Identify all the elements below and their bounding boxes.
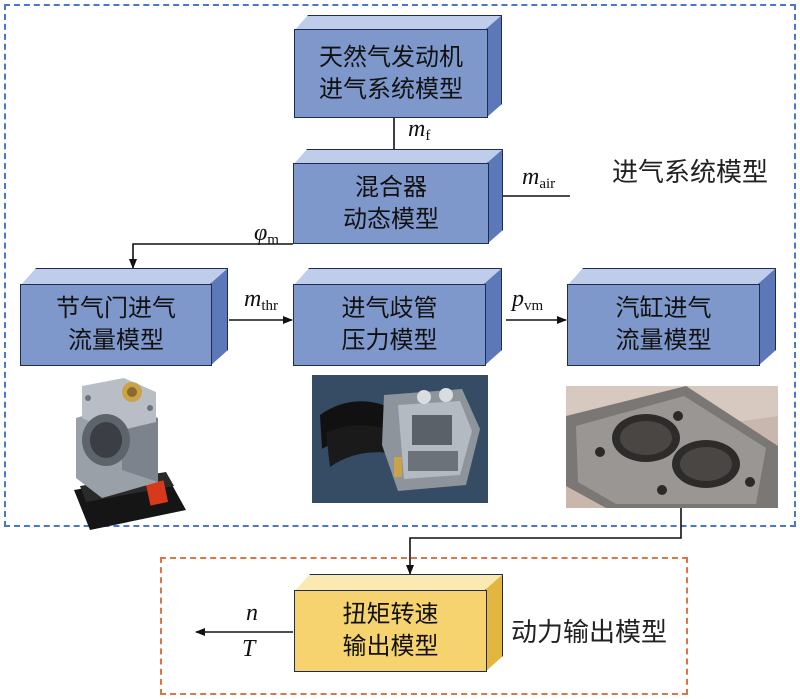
mixer-box-line1: 混合器 [355,172,427,201]
engine-box-line2: 进气系统模型 [319,74,463,103]
manifold-box-line2: 压力模型 [341,326,438,354]
label-m-air: mair [522,164,556,192]
arrow-cylinder-to-torque [406,502,682,575]
manifold-box-line1: 进气歧管 [341,294,438,323]
torque-box-line2: 输出模型 [342,632,439,660]
intake-manifold-photo [312,375,488,503]
cylinder-box-line2: 流量模型 [615,326,712,354]
label-phi-m: φm [254,220,279,248]
power-output-region [160,557,688,695]
intake-system-label: 进气系统模型 [612,158,769,188]
label-T: T [242,636,256,662]
label-n: n [246,600,258,626]
arrow-mixer-to-throttle [129,243,293,269]
engine-box-line1: 天然气发动机 [319,42,463,71]
intake-system-region [4,4,796,527]
torque-speed-output-model-box: 扭矩转速 输出模型 [294,574,503,672]
cylinder-box-line1: 汽缸进气 [615,294,712,323]
throttle-flow-model-box: 节气门进气 流量模型 [20,268,228,366]
label-m-f: mf [408,116,431,144]
label-p-vm: pvm [512,286,544,314]
throttle-box-line1: 节气门进气 [56,294,176,323]
mixer-dynamic-model-box: 混合器 动态模型 [293,149,503,244]
manifold-pressure-model-box: 进气歧管 压力模型 [293,268,502,366]
throttle-box-line2: 流量模型 [68,326,164,354]
cylinder-block-photo [566,386,778,508]
power-output-label: 动力输出模型 [511,618,668,648]
torque-box-line1: 扭矩转速 [342,600,439,629]
cylinder-flow-model-box: 汽缸进气 流量模型 [567,268,776,366]
mixer-box-line2: 动态模型 [343,204,439,233]
engine-intake-model-box: 天然气发动机 进气系统模型 [294,15,502,118]
throttle-valve-photo [74,378,186,530]
label-m-thr: mthr [244,286,279,314]
